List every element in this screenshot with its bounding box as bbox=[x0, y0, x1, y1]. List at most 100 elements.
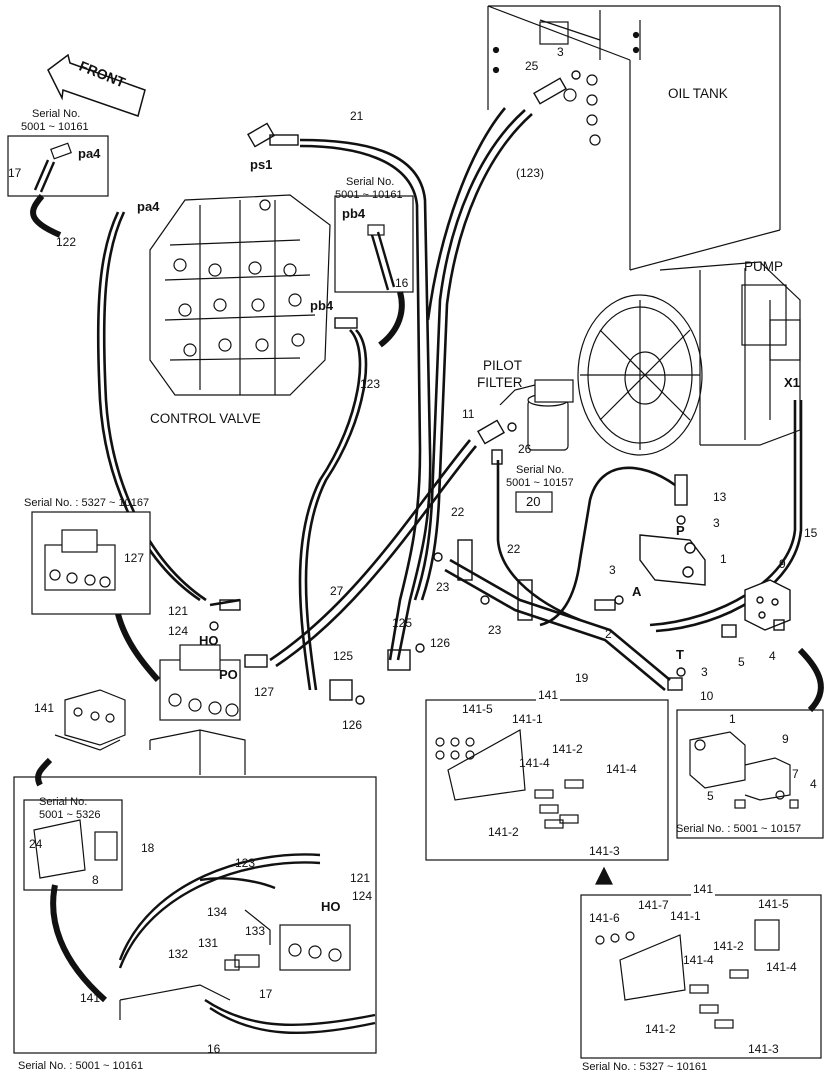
callout-1-right: 1 bbox=[729, 712, 736, 726]
box-141-right bbox=[425, 699, 669, 861]
callout-16-b: 16 bbox=[207, 1042, 221, 1056]
serial-right-mid: Serial No. : 5001 ~ 10157 bbox=[676, 823, 802, 835]
manifold-141 bbox=[54, 689, 126, 751]
fittings bbox=[209, 70, 791, 705]
callout-9: 9 bbox=[779, 557, 786, 571]
callout-5-right: 5 bbox=[707, 789, 714, 803]
callout-9-right: 9 bbox=[782, 732, 789, 746]
inset-pb4 bbox=[334, 195, 414, 293]
callout-26: 26 bbox=[518, 442, 532, 456]
callout-3-b: 3 bbox=[713, 516, 720, 530]
serial-pb4: Serial No. bbox=[346, 176, 395, 188]
pilot-filter-title-1: PILOT bbox=[483, 358, 523, 373]
callout-126-b: 126 bbox=[342, 718, 363, 732]
serial-20: Serial No. bbox=[516, 464, 565, 476]
pointer-bottom-left-a bbox=[35, 757, 53, 787]
inset-127 bbox=[31, 511, 151, 615]
port-t: T bbox=[676, 647, 684, 662]
oil-tank-outline bbox=[487, 5, 781, 271]
inset-pb4-pointer bbox=[378, 291, 405, 348]
callout-3-top: 3 bbox=[557, 45, 564, 59]
callout-124-b: 124 bbox=[352, 889, 373, 903]
callout-141-7: 141-7 bbox=[638, 898, 669, 912]
callout-125-a: 125 bbox=[392, 616, 413, 630]
pointer-bottom-left-b bbox=[50, 884, 107, 1003]
callout-11: 11 bbox=[462, 407, 475, 421]
callout-133: 133 bbox=[245, 924, 266, 938]
port-po: PO bbox=[219, 667, 238, 682]
callout-141-2-a: 141-2 bbox=[552, 742, 583, 756]
callout-8: 8 bbox=[92, 873, 99, 887]
serial-bottom-right: Serial No. : 5327 ~ 10161 bbox=[582, 1061, 708, 1073]
port-p: P bbox=[676, 523, 685, 538]
callout-23-a: 23 bbox=[436, 580, 450, 594]
callout-123-a: 123 bbox=[360, 377, 381, 391]
pump-title: PUMP bbox=[744, 259, 784, 274]
callout-134: 134 bbox=[207, 905, 228, 919]
port-pa4-inset: pa4 bbox=[78, 146, 101, 161]
pilot-filter-drawing bbox=[499, 379, 574, 451]
callout-17-b: 17 bbox=[259, 987, 273, 1001]
inset-pa4 bbox=[7, 135, 109, 197]
callout-141-box: 141 bbox=[536, 688, 561, 702]
callout-4-right: 4 bbox=[810, 777, 817, 791]
control-valve-drawing bbox=[149, 194, 331, 396]
callout-13: 13 bbox=[713, 490, 727, 504]
callout-3-d: 3 bbox=[701, 665, 708, 679]
callout-122: 122 bbox=[56, 235, 77, 249]
box-bottom-left bbox=[13, 776, 377, 1054]
pointer-right bbox=[797, 647, 824, 713]
callout-141-5: 141-5 bbox=[462, 702, 493, 716]
callout-21: 21 bbox=[350, 109, 364, 123]
callout-123-b: 123 bbox=[235, 856, 256, 870]
callout-27: 27 bbox=[330, 584, 344, 598]
callout-18: 18 bbox=[141, 841, 155, 855]
callout-20: 20 bbox=[526, 494, 541, 509]
serial-inset-8: Serial No. bbox=[39, 796, 88, 808]
hoses bbox=[96, 107, 803, 691]
callout-22-a: 22 bbox=[451, 505, 465, 519]
port-ho-inset: HO bbox=[321, 899, 341, 914]
callout-141-5-br: 141-5 bbox=[758, 897, 789, 911]
port-ps1: ps1 bbox=[250, 157, 273, 172]
port-pa4: pa4 bbox=[137, 199, 160, 214]
callout-141-a: 141 bbox=[34, 701, 55, 715]
control-valve-title: CONTROL VALVE bbox=[150, 411, 261, 426]
callout-132: 132 bbox=[168, 947, 189, 961]
callout-141-br: 141 bbox=[691, 882, 716, 896]
callout-22-b: 22 bbox=[507, 542, 521, 556]
serial-20-range: 5001 ~ 10157 bbox=[506, 477, 574, 489]
box-20 bbox=[515, 491, 553, 513]
serial-inset-8-range: 5001 ~ 5326 bbox=[39, 809, 101, 821]
callout-141-3: 141-3 bbox=[589, 844, 620, 858]
inset-pa4-pointer bbox=[30, 194, 62, 238]
callout-23-b: 23 bbox=[488, 623, 502, 637]
callout-124-a: 124 bbox=[168, 624, 189, 638]
callout-141-1: 141-1 bbox=[512, 712, 543, 726]
callout-7-right: 7 bbox=[792, 767, 799, 781]
serial-bottom-left: Serial No. : 5001 ~ 10161 bbox=[18, 1060, 144, 1072]
port-x1: X1 bbox=[784, 375, 800, 390]
callout-123-paren: (123) bbox=[516, 166, 545, 180]
serial-pa4-range: 5001 ~ 10161 bbox=[21, 121, 89, 133]
callout-141-4-b: 141-4 bbox=[606, 762, 637, 776]
pilot-filter-title-2: FILTER bbox=[477, 375, 523, 390]
callout-3-c: 3 bbox=[609, 563, 616, 577]
callout-141-b: 141 bbox=[80, 991, 101, 1005]
callout-141-2-b: 141-2 bbox=[488, 825, 519, 839]
callout-126-a: 126 bbox=[430, 636, 451, 650]
serial-127: Serial No. : 5327 ~ 10167 bbox=[24, 497, 150, 509]
box-bottom-right bbox=[580, 894, 822, 1059]
callout-121-a: 121 bbox=[168, 604, 189, 618]
callout-121-b: 121 bbox=[350, 871, 371, 885]
callout-10: 10 bbox=[700, 689, 714, 703]
callout-17-a: 17 bbox=[8, 166, 22, 180]
callout-15: 15 bbox=[804, 526, 818, 540]
callout-16-a: 16 bbox=[395, 276, 409, 290]
callout-19: 19 bbox=[575, 671, 589, 685]
callout-141-3-br: 141-3 bbox=[748, 1042, 779, 1056]
callout-4: 4 bbox=[769, 649, 776, 663]
callout-141-2-br2: 141-2 bbox=[645, 1022, 676, 1036]
